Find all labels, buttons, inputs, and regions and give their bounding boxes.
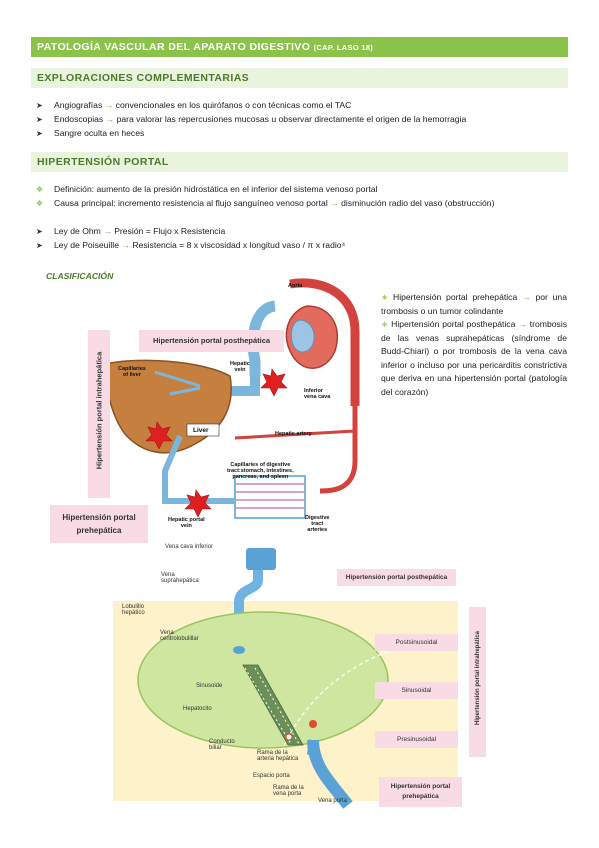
section-title-exploraciones: EXPLORACIONES COMPLEMENTARIAS: [31, 68, 568, 88]
label-vena-porta: Vena porta: [318, 798, 348, 804]
blockage-star-icon: [184, 489, 212, 518]
label-intrahepatic-box: Hipertensión portal intrahepática: [88, 330, 110, 498]
list-item: ➤Angiografías → convencionales en los qu…: [36, 100, 352, 110]
portal-branch: [307, 739, 317, 756]
label-espacio-porta: Espacio porta: [253, 773, 290, 779]
asterisk-icon: ∗: [381, 292, 389, 302]
blockage-star-icon: [145, 421, 173, 450]
document-title: PATOLOGÍA VASCULAR DEL APARATO DIGESTIVO: [37, 41, 311, 53]
definition-item: ❖Definición: aumento de la presión hidro…: [36, 184, 378, 194]
bullet-icon: ➤: [36, 129, 43, 138]
bullet-icon: ➤: [36, 241, 43, 250]
arrow-icon: →: [121, 240, 130, 250]
label-aorta: Aorta: [288, 283, 303, 289]
document-title-bar: PATOLOGÍA VASCULAR DEL APARATO DIGESTIVO…: [31, 37, 568, 57]
box-posthepatica: Hipertensión portal posthepática: [337, 569, 456, 586]
bullet-icon: ➤: [36, 227, 43, 236]
bile-duct: [285, 733, 293, 741]
law-poiseuille: ➤Ley de Poiseuille → Resistencia = 8 x v…: [36, 240, 346, 250]
vena-porta: [307, 739, 353, 809]
hepatic-portal-vein: [162, 434, 235, 504]
label-posthepatic-box: Hipertensión portal posthepática: [139, 330, 284, 352]
cause-item: ❖Causa principal: incremento resistencia…: [36, 198, 495, 208]
side-notes: ∗ Hipertensión portal prehepática → por …: [381, 292, 568, 397]
capillary-lines: [235, 483, 305, 509]
vena-suprahepatica: [234, 570, 263, 650]
list-item: ➤Endoscopias → para valorar las repercus…: [36, 114, 467, 124]
vena-cava-inferior: [246, 548, 276, 570]
label-hepatocito: Hepatocito: [183, 706, 212, 712]
asterisk-icon: ∗: [381, 319, 389, 329]
digestive-capillaries: [234, 475, 306, 519]
label-liver: Liver: [193, 427, 209, 434]
vena-cava-superior: [247, 300, 277, 376]
label-vena-cava-inferior: Vena cava inferior: [165, 544, 214, 550]
arrow-icon: →: [518, 319, 527, 329]
hepatic-artery: [234, 429, 356, 440]
liver-lobule-diagram: [137, 548, 444, 809]
heart-chamber: [290, 319, 315, 353]
portal-circulation-diagram: [104, 278, 360, 519]
list-item: ➤Sangre oculta en heces: [36, 128, 145, 138]
aorta-vessel: [289, 278, 360, 406]
descending-aorta: [319, 406, 358, 494]
diamond-bullet-icon: ❖: [36, 199, 44, 208]
box-presinusoidal: Presinusoidal: [375, 731, 458, 748]
arrow-icon: →: [103, 226, 112, 236]
bullet-icon: ➤: [36, 115, 43, 124]
central-vein: [233, 646, 245, 654]
clasificacion-heading: CLASIFICACIÓN: [46, 271, 114, 281]
diamond-bullet-icon: ❖: [36, 185, 44, 194]
hepatic-artery-branch: [309, 720, 317, 728]
hepatic-veins: [154, 370, 201, 396]
box-intrahepatica: Hipertensión portal intrahepática: [469, 607, 486, 757]
arrow-icon: →: [105, 114, 115, 124]
arrow-icon: →: [330, 198, 339, 208]
section-title-hipertension: HIPERTENSIÓN PORTAL: [31, 152, 568, 172]
box-sinusoidal: Sinusoidal: [375, 682, 458, 699]
bullet-icon: ➤: [36, 101, 43, 110]
blockage-star-icon: [260, 368, 288, 397]
label-sinusoide: Sinusoide: [196, 683, 223, 689]
arrow-icon: →: [104, 100, 114, 110]
liver-label-box: [186, 423, 220, 437]
label-hepatic-artery: Hepatic artery: [275, 431, 312, 437]
box-postsinusoidal: Postsinusoidal: [375, 634, 458, 651]
document-title-suffix: (CAP. LASO 18): [313, 43, 374, 52]
arrow-icon: →: [522, 292, 531, 302]
law-ohm: ➤Ley de Ohm → Presión = Flujo x Resisten…: [36, 226, 226, 236]
